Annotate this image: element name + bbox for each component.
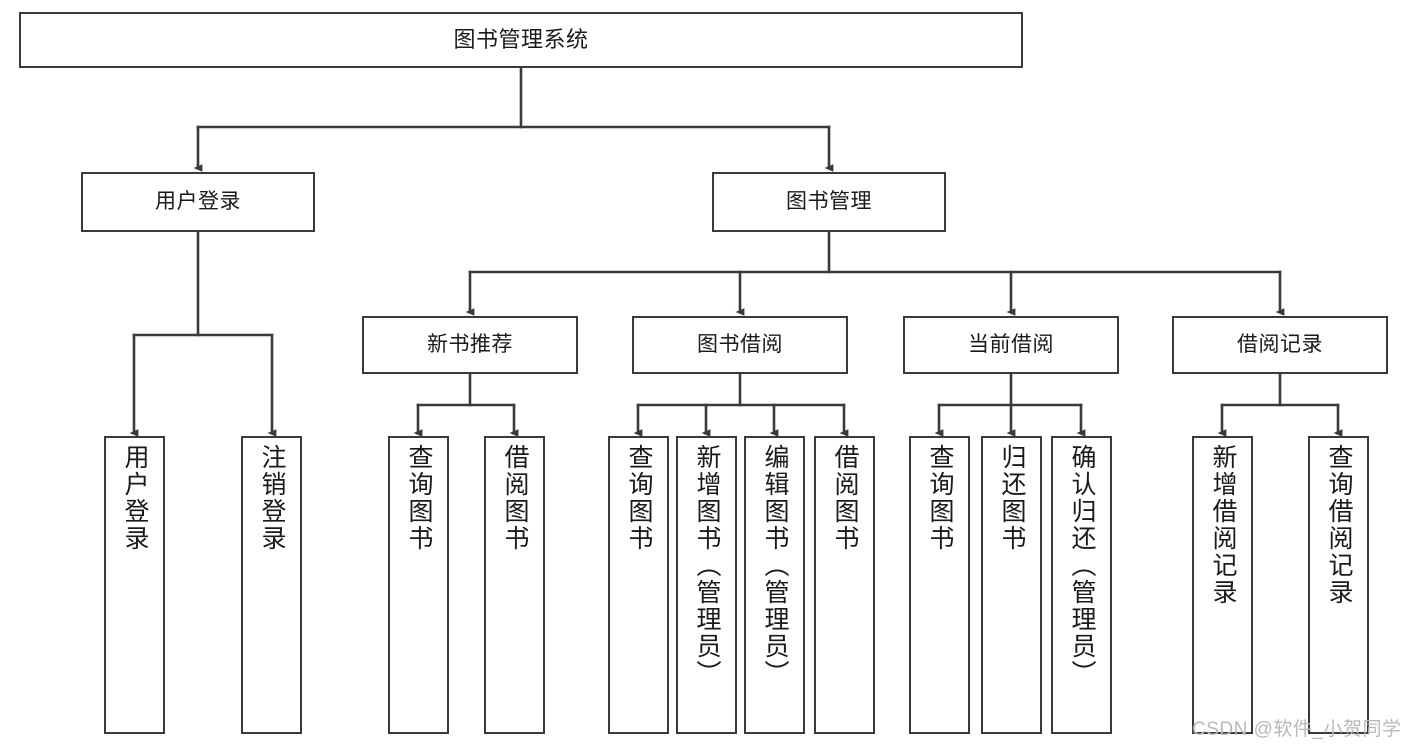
node-leaf-user-login-label: 用户登录 bbox=[121, 444, 149, 552]
watermark: CSDN @软件_小贺同学 bbox=[1192, 719, 1402, 740]
node-leaf-return-book-label: 归还图书 bbox=[998, 444, 1026, 552]
node-leaf-query-book-2[interactable]: 查询图书 bbox=[608, 436, 669, 734]
node-user-login-label: 用户登录 bbox=[155, 190, 241, 214]
node-leaf-add-record[interactable]: 新增借阅记录 bbox=[1192, 436, 1253, 734]
node-leaf-return-book[interactable]: 归还图书 bbox=[981, 436, 1042, 734]
node-leaf-query-book-3-label: 查询图书 bbox=[926, 444, 954, 552]
node-book-borrow-label: 图书借阅 bbox=[697, 333, 783, 357]
node-leaf-borrow-book-2-label: 借阅图书 bbox=[831, 444, 859, 552]
node-current-borrow-label: 当前借阅 bbox=[968, 333, 1054, 357]
node-new-book-recommend-label: 新书推荐 bbox=[427, 333, 513, 357]
node-leaf-edit-book[interactable]: 编辑图书（管理员） bbox=[744, 436, 805, 734]
node-leaf-confirm-return[interactable]: 确认归还（管理员） bbox=[1051, 436, 1112, 734]
node-leaf-query-record[interactable]: 查询借阅记录 bbox=[1308, 436, 1369, 734]
node-leaf-query-book-3[interactable]: 查询图书 bbox=[909, 436, 970, 734]
node-leaf-add-record-label: 新增借阅记录 bbox=[1209, 444, 1237, 606]
node-root[interactable]: 图书管理系统 bbox=[19, 12, 1023, 68]
node-book-manage[interactable]: 图书管理 bbox=[712, 172, 946, 232]
node-new-book-recommend[interactable]: 新书推荐 bbox=[362, 316, 578, 374]
node-leaf-query-book-1[interactable]: 查询图书 bbox=[388, 436, 449, 734]
node-borrow-record[interactable]: 借阅记录 bbox=[1172, 316, 1388, 374]
node-book-borrow[interactable]: 图书借阅 bbox=[632, 316, 848, 374]
node-leaf-logout[interactable]: 注销登录 bbox=[241, 436, 302, 734]
node-leaf-query-book-1-label: 查询图书 bbox=[405, 444, 433, 552]
node-leaf-query-record-label: 查询借阅记录 bbox=[1325, 444, 1353, 606]
node-root-label: 图书管理系统 bbox=[453, 26, 589, 52]
node-leaf-user-login[interactable]: 用户登录 bbox=[104, 436, 165, 734]
node-leaf-logout-label: 注销登录 bbox=[258, 444, 286, 552]
node-user-login[interactable]: 用户登录 bbox=[81, 172, 315, 232]
node-leaf-borrow-book-1[interactable]: 借阅图书 bbox=[484, 436, 545, 734]
node-leaf-confirm-return-label: 确认归还（管理员） bbox=[1068, 444, 1096, 687]
node-book-manage-label: 图书管理 bbox=[786, 190, 872, 214]
node-leaf-add-book[interactable]: 新增图书（管理员） bbox=[676, 436, 737, 734]
node-leaf-query-book-2-label: 查询图书 bbox=[625, 444, 653, 552]
node-borrow-record-label: 借阅记录 bbox=[1237, 333, 1323, 357]
node-leaf-edit-book-label: 编辑图书（管理员） bbox=[761, 444, 789, 687]
node-leaf-borrow-book-2[interactable]: 借阅图书 bbox=[814, 436, 875, 734]
node-leaf-add-book-label: 新增图书（管理员） bbox=[693, 444, 721, 687]
node-leaf-borrow-book-1-label: 借阅图书 bbox=[501, 444, 529, 552]
node-current-borrow[interactable]: 当前借阅 bbox=[903, 316, 1119, 374]
